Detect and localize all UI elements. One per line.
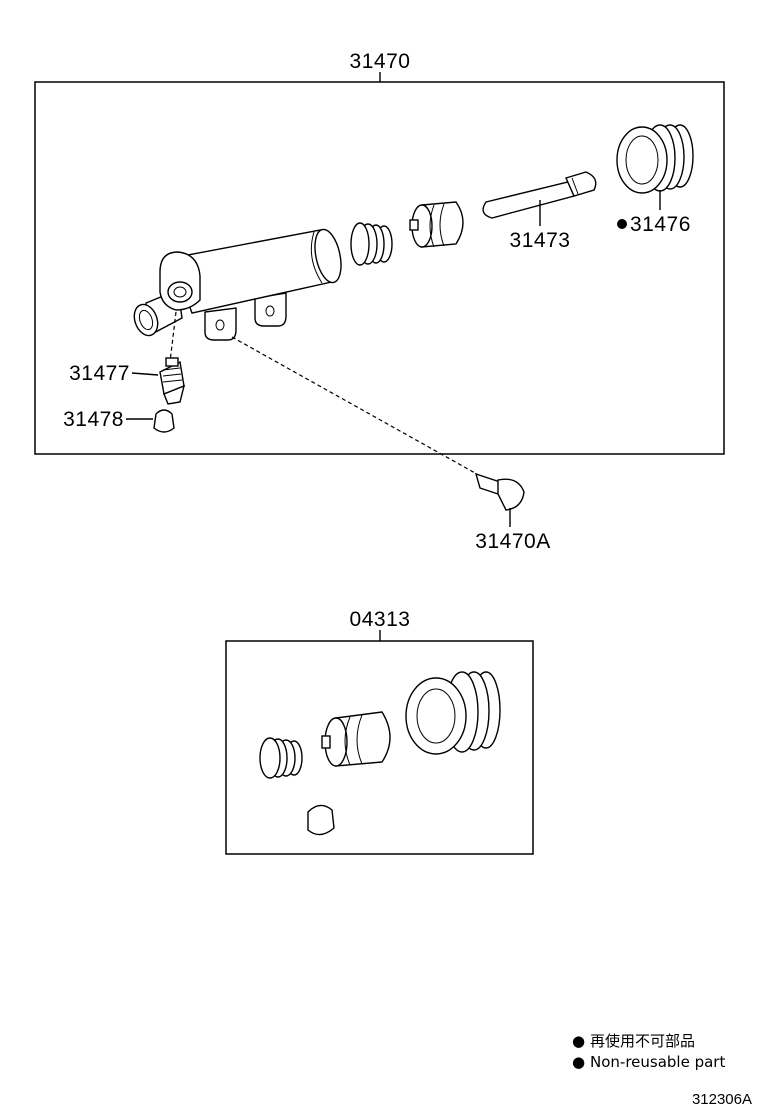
spring[interactable] [350, 222, 393, 266]
part-number-31476[interactable]: 31476 [630, 213, 691, 236]
repair-kit-assembly: 04313 [225, 608, 534, 855]
part-number-31477[interactable]: 31477 [69, 362, 130, 385]
bleeder-plug[interactable]: 31477 [69, 311, 186, 405]
bleeder-cap[interactable]: 31478 [63, 408, 175, 433]
legend-english: Non-reusable part [590, 1053, 725, 1071]
leader-31477 [131, 372, 159, 376]
part-number-31470A[interactable]: 31470A [475, 530, 550, 553]
non-reusable-marker [617, 219, 627, 229]
kit-spring[interactable] [259, 737, 303, 779]
illustration-code: 312306A [692, 1091, 752, 1108]
barrel-end [314, 228, 342, 284]
legend-marker-2: ● [572, 1053, 585, 1071]
kit-frame [225, 640, 534, 855]
push-rod[interactable]: 31473 [482, 171, 597, 252]
part-number-31478[interactable]: 31478 [63, 408, 124, 431]
kit-piston[interactable] [321, 711, 391, 767]
legend: ● 再使用不可部品 ● Non-reusable part [572, 1032, 725, 1071]
piston[interactable] [409, 201, 464, 248]
cylinder-assembly: 31470 [34, 50, 725, 553]
kit-boot[interactable] [405, 671, 501, 755]
assembly-frame [34, 81, 725, 455]
mounting-lug-right [254, 292, 287, 327]
legend-marker-1: ● [572, 1032, 585, 1050]
assembly-number-31470[interactable]: 31470 [350, 50, 411, 73]
boot[interactable]: 31476 [616, 124, 694, 236]
legend-japanese: 再使用不可部品 [590, 1032, 695, 1050]
kit-number-04313[interactable]: 04313 [350, 608, 411, 631]
kit-cap[interactable] [307, 804, 335, 836]
cylinder-body[interactable] [130, 227, 345, 341]
part-number-31473[interactable]: 31473 [510, 229, 571, 252]
bolt[interactable]: 31470A [231, 336, 551, 553]
mounting-lug-left [204, 307, 237, 341]
